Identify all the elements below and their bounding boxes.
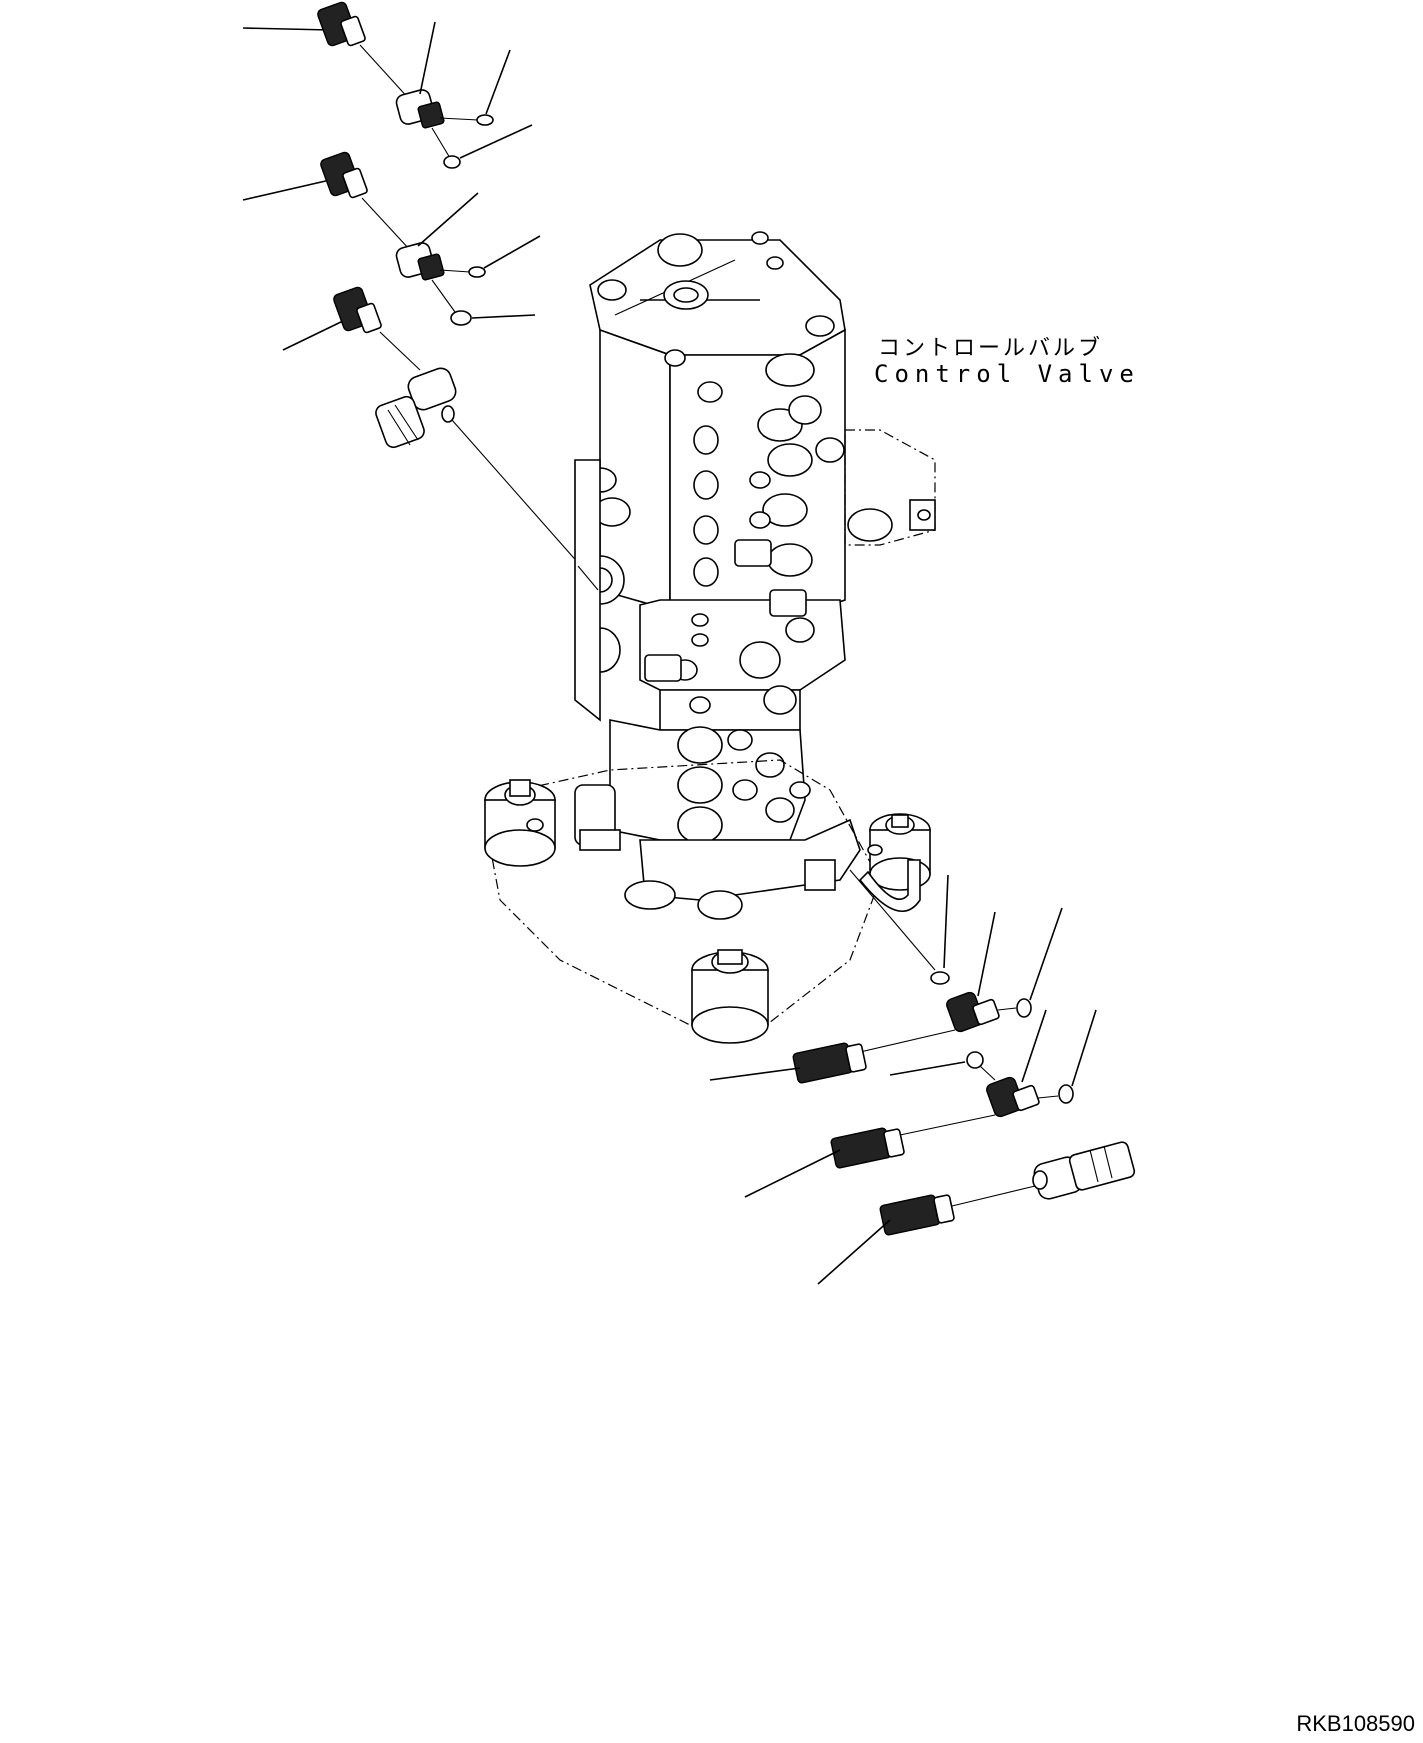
- component-label-english: Control Valve: [874, 360, 1140, 388]
- elbow-fitting-lower-2: [899, 1009, 1097, 1136]
- oring-lower-2: [889, 1051, 996, 1081]
- component-label-japanese: コントロールバルブ: [878, 336, 1104, 361]
- pressure-sensor-2: [242, 151, 411, 251]
- pressure-sensor-lower-1: [709, 1042, 867, 1084]
- adapter-fitting-3: [375, 367, 581, 566]
- mounting-bracket: [484, 759, 931, 1044]
- pressure-sensor-lower-2: [744, 1127, 905, 1198]
- control-valve-body: [574, 231, 936, 920]
- elbow-fitting-lower-1: [859, 907, 1063, 1053]
- oring-lower-1: [849, 869, 950, 985]
- drawing-reference-number: RKB108590: [1296, 1711, 1415, 1736]
- pressure-sensor-lower-3: [817, 1185, 1036, 1285]
- pressure-sensor-3: [282, 286, 421, 371]
- adapter-fitting-lower-3: [1032, 1141, 1136, 1200]
- elbow-fitting-2: [395, 192, 541, 326]
- pressure-sensor-1: [242, 1, 411, 101]
- elbow-fitting-1: [395, 21, 533, 169]
